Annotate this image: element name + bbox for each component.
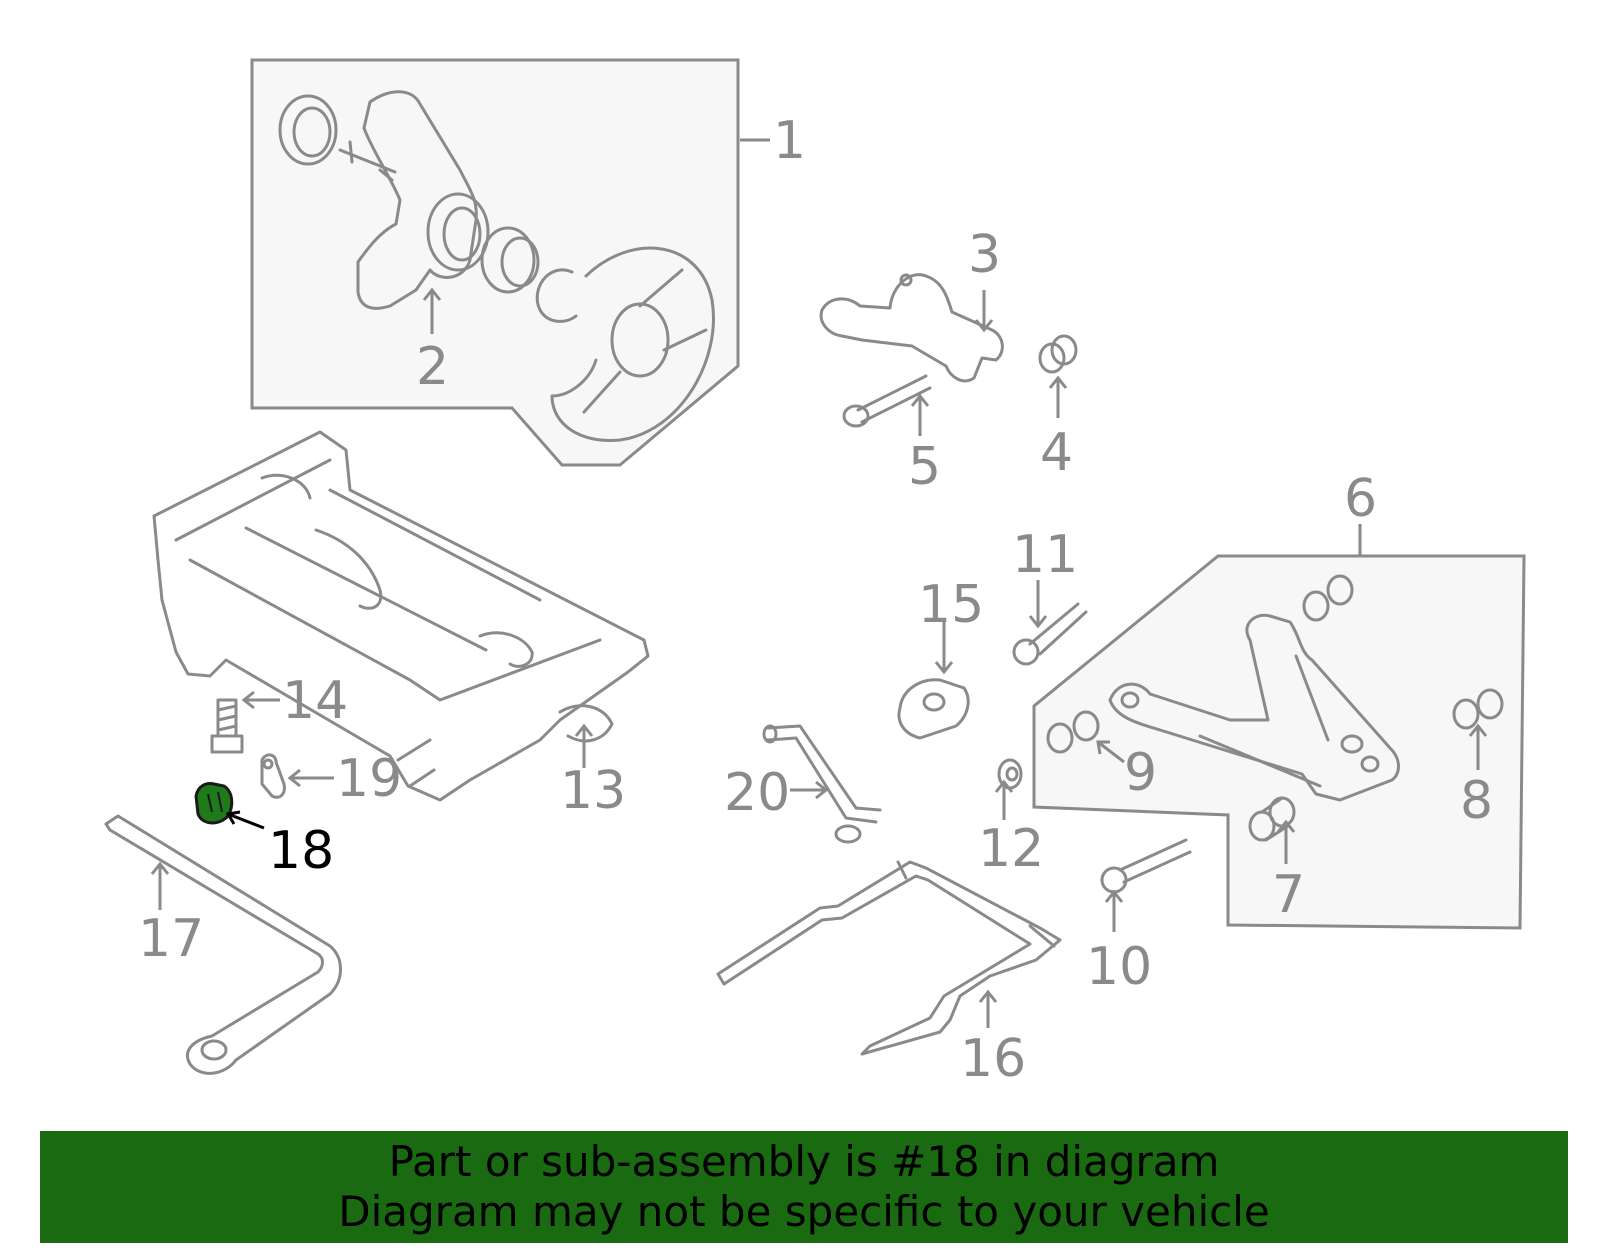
group-box-1 <box>250 58 740 467</box>
subframe-part-13 <box>152 430 650 802</box>
callout-7: 7 <box>1272 865 1305 925</box>
bolt-part-10 <box>1100 838 1192 894</box>
stabilizer-bushing-part-18 <box>194 782 234 825</box>
bolt-part-5 <box>842 374 932 428</box>
callout-2: 2 <box>416 337 449 397</box>
clamp-part-19 <box>260 753 286 799</box>
callout-6: 6 <box>1344 469 1377 529</box>
callout-20: 20 <box>724 763 790 823</box>
callout-1: 1 <box>773 111 806 171</box>
leader-lines <box>150 138 1488 1028</box>
callout-12: 12 <box>978 819 1044 879</box>
bushing-part-top-6 <box>1302 574 1354 622</box>
bolt-part-14 <box>210 698 244 754</box>
callout-18: 18 <box>268 821 334 881</box>
callout-17: 17 <box>138 909 204 969</box>
callout-3: 3 <box>968 225 1001 285</box>
callout-8: 8 <box>1460 771 1493 831</box>
callout-11: 11 <box>1012 525 1078 585</box>
stabilizer-bar-part-16 <box>716 860 1062 1056</box>
callout-5: 5 <box>908 437 941 497</box>
banner-line-2: Diagram may not be specific to your vehi… <box>338 1187 1270 1236</box>
callout-19: 19 <box>336 749 402 809</box>
callout-4: 4 <box>1040 423 1073 483</box>
bracket-part-3 <box>819 273 1004 383</box>
banner-line-1: Part or sub-assembly is #18 in diagram <box>388 1137 1220 1186</box>
callout-13: 13 <box>560 761 626 821</box>
bushing-part-4 <box>1038 334 1078 374</box>
bushing-part-9 <box>1046 710 1100 754</box>
callout-15: 15 <box>918 575 984 635</box>
knuckle-assembly-part <box>278 90 715 443</box>
stabilizer-link-part-20 <box>762 724 882 844</box>
callout-9: 9 <box>1124 743 1157 803</box>
callout-10: 10 <box>1086 937 1152 997</box>
info-banner: Part or sub-assembly is #18 in diagram D… <box>40 1131 1568 1243</box>
stabilizer-bar-part-17 <box>104 814 342 1075</box>
control-arm-part-6 <box>1108 613 1400 802</box>
callout-14: 14 <box>282 671 348 731</box>
group-box-6 <box>1032 554 1526 930</box>
mount-part-15 <box>897 678 970 740</box>
bushing-part-8 <box>1452 688 1504 730</box>
bolt-part-11 <box>1012 602 1088 666</box>
callout-labels: 1 2 3 4 5 6 7 8 9 10 11 12 13 14 15 16 1… <box>138 111 1493 1089</box>
callout-16: 16 <box>960 1029 1026 1089</box>
